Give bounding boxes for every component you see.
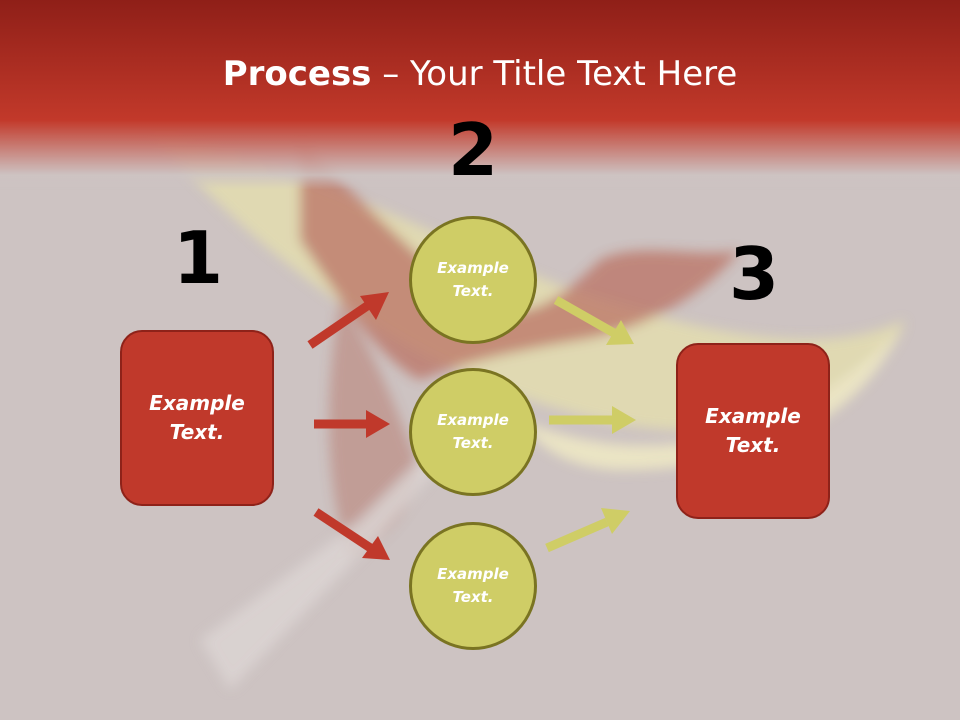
red-arrow-up <box>307 292 389 349</box>
red-arrow-down <box>313 508 390 560</box>
step-2-circle-top: Example Text. <box>409 216 537 344</box>
title-rest: – Your Title Text Here <box>371 54 738 94</box>
step-3-box: Example Text. <box>676 343 830 519</box>
step-number-3: 3 <box>728 232 780 316</box>
step-number-1: 1 <box>172 216 224 300</box>
green-arrow-up <box>545 508 630 553</box>
step-2-circle-bottom: Example Text. <box>409 522 537 650</box>
step-1-box: Example Text. <box>120 330 274 506</box>
green-arrow-right <box>549 406 636 434</box>
title-bar <box>0 0 960 190</box>
title-bold: Process <box>222 54 372 94</box>
green-arrow-down <box>553 296 634 345</box>
step-2-circle-middle: Example Text. <box>409 368 537 496</box>
red-arrow-right <box>314 410 390 438</box>
step-number-2: 2 <box>447 108 499 192</box>
slide-title: Process – Your Title Text Here <box>0 52 960 96</box>
